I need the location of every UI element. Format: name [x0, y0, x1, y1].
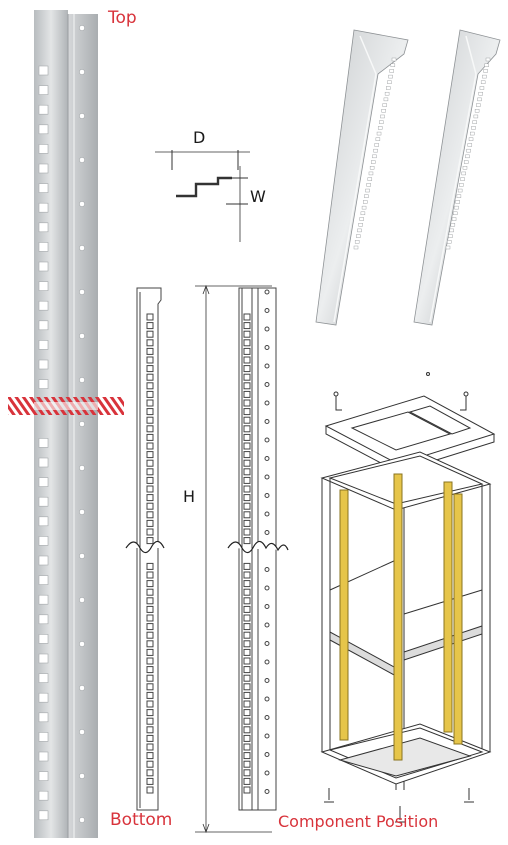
top-label: Top: [108, 8, 137, 28]
bottom-label: Bottom: [110, 810, 173, 830]
line-drawing-rail-double: [227, 287, 289, 811]
component-position-label: Component Position: [278, 812, 439, 831]
left-rail-square-holes: [38, 65, 49, 821]
height-dimension: [195, 284, 272, 834]
rail-section-profile: [155, 150, 250, 242]
angled-rail-photo-2: [413, 29, 501, 326]
left-rail-round-holes: [79, 25, 85, 823]
cabinet-frame-drawing: [320, 372, 496, 823]
left-rail-photo: [8, 10, 124, 838]
depth-label: D: [193, 128, 206, 147]
width-label: W: [250, 187, 266, 206]
line-drawing-rail-square: [125, 287, 165, 811]
angled-rail-photo-1: [315, 29, 409, 326]
height-label: H: [183, 487, 196, 506]
